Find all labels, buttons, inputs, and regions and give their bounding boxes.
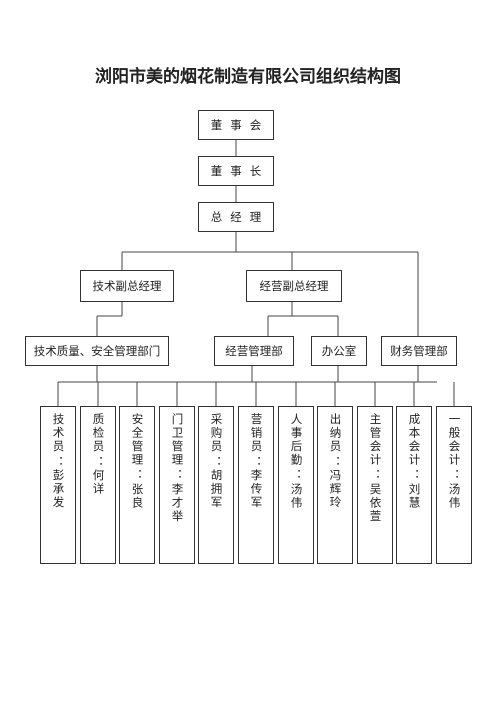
staff-separator: ：	[130, 469, 145, 481]
staff-separator: ：	[328, 455, 343, 468]
staff-separator: ：	[91, 455, 106, 468]
staff-role: 安全管理	[130, 413, 145, 467]
staff-separator: ：	[249, 455, 264, 468]
staff-role: 门卫管理	[170, 413, 185, 467]
board-box: 董事会	[198, 110, 274, 140]
staff-name: 汤伟	[447, 482, 462, 510]
staff-box: 一般会计 ：汤伟	[436, 406, 472, 564]
general-manager-box: 总经理	[198, 202, 274, 232]
staff-role: 人事后勤	[289, 413, 304, 467]
staff-role: 主管会计	[368, 413, 383, 467]
staff-name: 何详	[91, 469, 106, 496]
staff-name: 李传军	[249, 469, 264, 510]
staff-separator: ：	[368, 469, 383, 481]
office-box: 办公室	[311, 336, 367, 366]
staff-role: 出纳员	[328, 413, 343, 454]
staff-box: 人事后勤 ：汤伟	[278, 406, 314, 564]
staff-box: 营销员：李传军	[238, 406, 274, 564]
staff-separator: ：	[209, 455, 224, 468]
staff-box: 技术员：彭承发	[40, 406, 76, 564]
staff-name: 汤伟	[289, 482, 304, 510]
staff-name: 张良	[130, 482, 145, 510]
staff-separator: ：	[170, 469, 185, 481]
staff-role: 采购员	[209, 413, 224, 454]
staff-role: 营销员	[249, 413, 264, 454]
chairman-box: 董事长	[198, 156, 274, 186]
staff-box: 主管会计 ：吴依萱	[357, 406, 393, 564]
quality-safety-dept-box: 技术质量、安全管理部门	[25, 336, 169, 366]
staff-name: 冯辉玲	[328, 469, 343, 510]
staff-separator: ：	[447, 469, 462, 481]
chart-title: 浏阳市美的烟花制造有限公司组织结构图	[95, 67, 401, 87]
ops-vp-box: 经营副总经理	[246, 270, 342, 302]
staff-box: 采购员：胡拥军	[198, 406, 234, 564]
business-dept-box: 经营管理部	[214, 336, 294, 366]
staff-box: 成本会计 ：刘慧	[396, 406, 432, 564]
staff-box: 质检员：何详	[80, 406, 116, 564]
staff-name: 刘慧	[407, 482, 422, 510]
staff-box: 安全管理 ：张良	[119, 406, 155, 564]
staff-separator: ：	[289, 469, 304, 481]
staff-box: 门卫管理 ：李才举	[159, 406, 195, 564]
staff-role: 技术员	[51, 413, 66, 454]
staff-role: 成本会计	[407, 413, 422, 467]
staff-separator: ：	[51, 455, 66, 468]
staff-name: 彭承发	[51, 469, 66, 510]
finance-dept-box: 财务管理部	[381, 336, 457, 366]
staff-name: 李才举	[170, 482, 185, 524]
staff-separator: ：	[407, 469, 422, 481]
tech-vp-box: 技术副总经理	[80, 270, 174, 302]
staff-role: 一般会计	[447, 413, 462, 467]
staff-box: 出纳员：冯辉玲	[317, 406, 353, 564]
staff-name: 胡拥军	[209, 469, 224, 510]
staff-name: 吴依萱	[368, 482, 383, 524]
staff-role: 质检员	[91, 413, 106, 454]
